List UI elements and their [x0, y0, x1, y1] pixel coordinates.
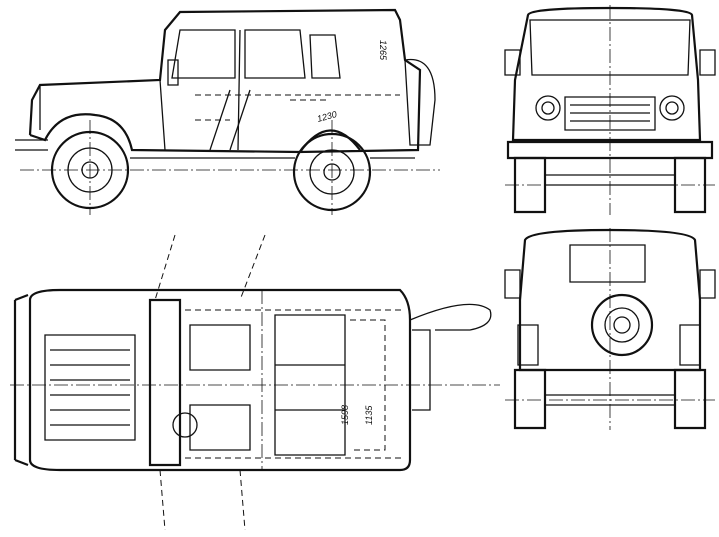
dim-top-inner: 1135 [364, 405, 374, 425]
dim-side-height: 1265 [378, 40, 388, 61]
side-view: 1265 1230 [15, 8, 440, 215]
front-view [504, 5, 716, 215]
top-view: 1598 1135 [10, 234, 500, 531]
dim-top-width: 1598 [340, 405, 350, 425]
rear-view [504, 228, 716, 430]
dim-side-wheel: 1230 [316, 109, 338, 124]
spare-wheel [590, 293, 654, 357]
